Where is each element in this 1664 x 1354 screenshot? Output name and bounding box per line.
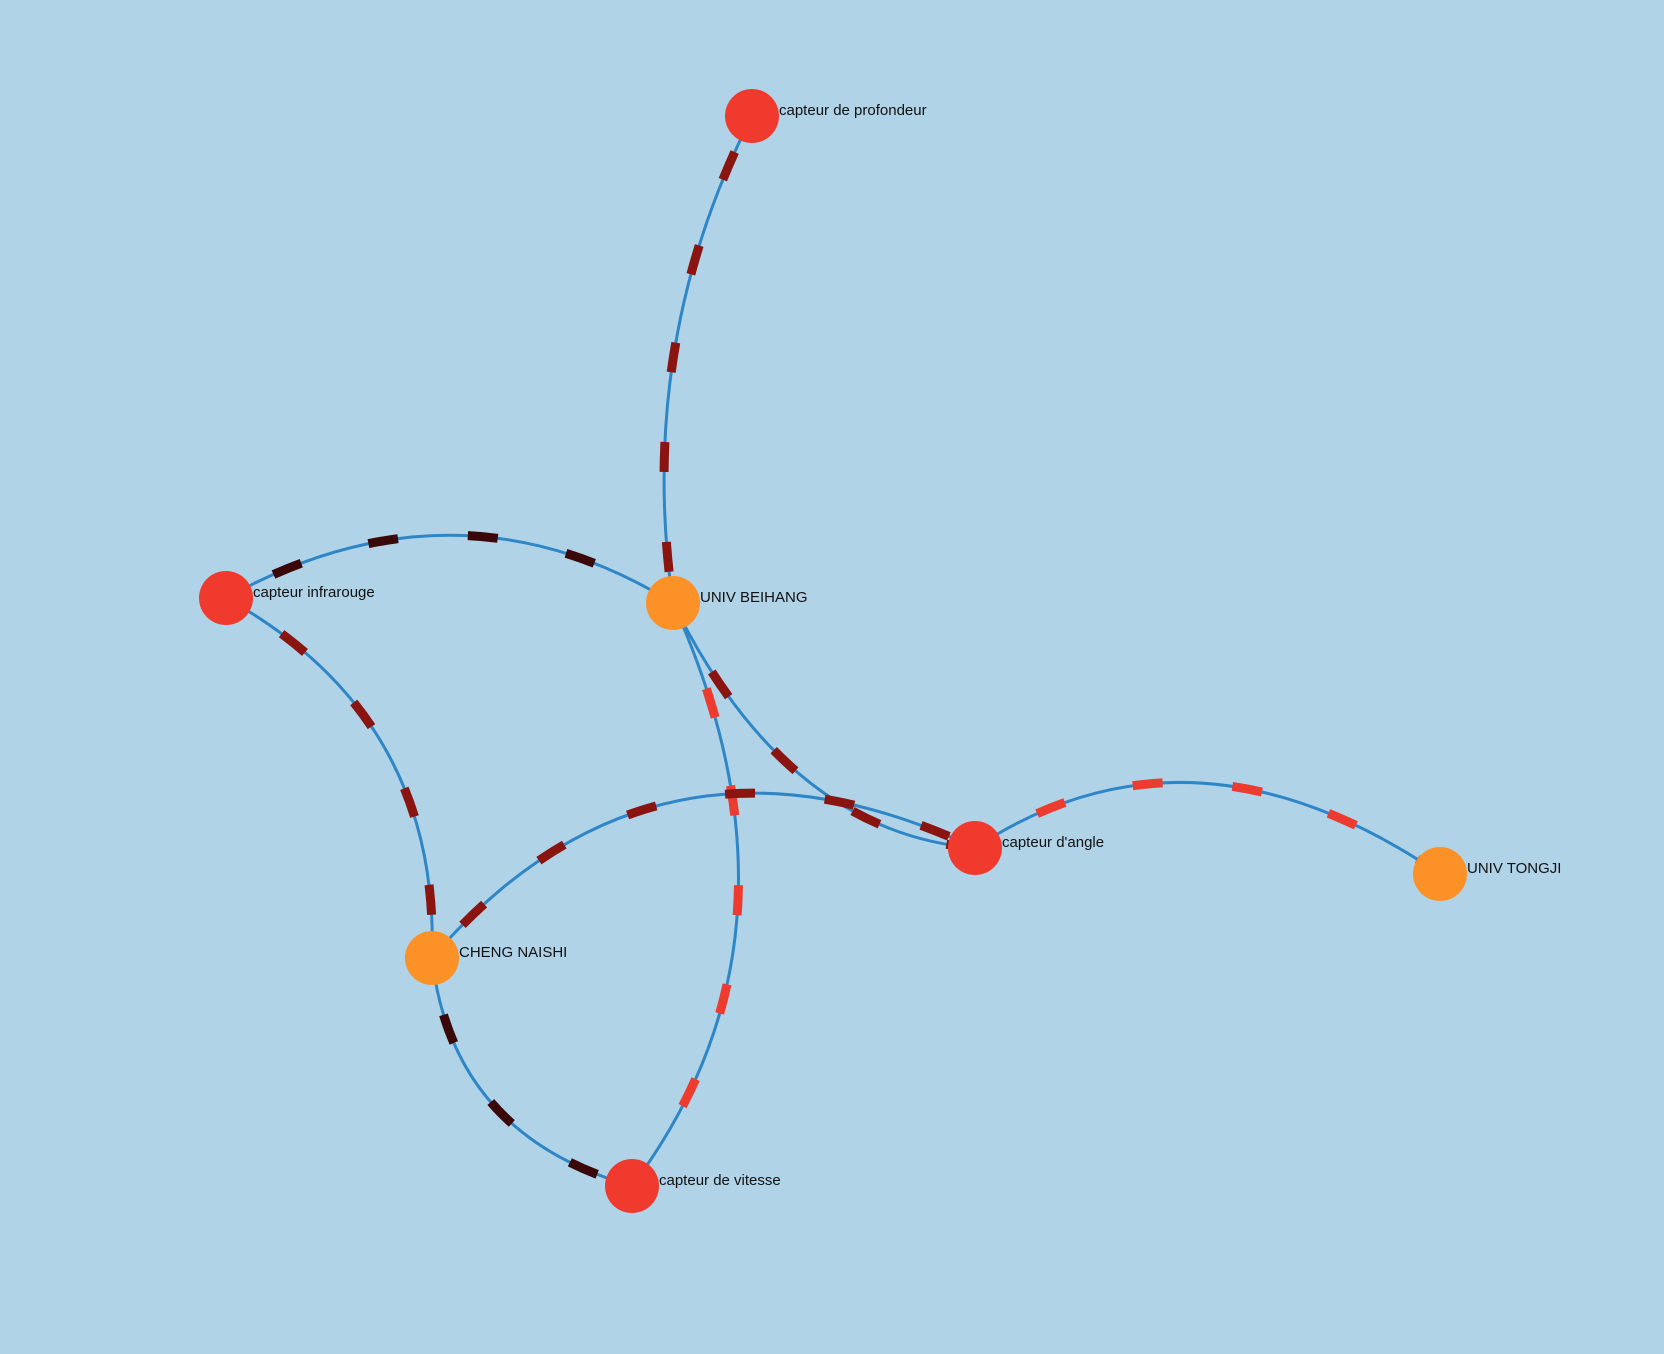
node-cheng[interactable]: CHENG NAISHI [405,931,567,985]
node-circle[interactable] [1413,847,1467,901]
node-vitesse[interactable]: capteur de vitesse [605,1159,781,1213]
edge-flow-dashes [628,601,743,1189]
edge-flow-dashes [223,530,676,607]
node-label: capteur de profondeur [779,102,927,119]
node-circle[interactable] [405,931,459,985]
edge-line [430,957,633,1188]
node-label: CHENG NAISHI [459,944,567,961]
edge-line [225,596,434,959]
edge-infrarouge-beihang[interactable] [223,530,676,607]
edge-line [430,791,976,959]
edge-infrarouge-cheng[interactable] [223,594,437,959]
edge-flow-dashes [428,788,977,961]
node-angle[interactable]: capteur d'angle [948,821,1104,875]
node-label: UNIV BEIHANG [700,589,808,606]
edge-cheng-angle[interactable] [428,788,977,961]
node-label: capteur infrarouge [253,584,375,601]
node-beihang[interactable]: UNIV BEIHANG [646,576,808,630]
node-label: capteur d'angle [1002,834,1104,851]
edge-flow-dashes [659,113,757,604]
edge-flow-dashes [223,594,437,959]
edge-flow-dashes [427,957,634,1191]
node-label: UNIV TONGJI [1467,860,1561,877]
node-infrarouge[interactable]: capteur infrarouge [199,571,375,625]
edge-flow-dashes [972,778,1443,878]
node-circle[interactable] [605,1159,659,1213]
edge-angle-tongji[interactable] [972,778,1443,878]
edges-layer [223,113,1443,1191]
node-circle[interactable] [948,821,1002,875]
edge-beihang-vitesse[interactable] [628,601,743,1189]
node-circle[interactable] [199,571,253,625]
edge-profondeur-beihang[interactable] [659,113,757,604]
node-circle[interactable] [646,576,700,630]
edge-cheng-vitesse[interactable] [427,957,634,1191]
edge-line [671,602,976,850]
node-profondeur[interactable]: capteur de profondeur [725,89,927,143]
node-tongji[interactable]: UNIV TONGJI [1413,847,1561,901]
edge-line [974,781,1441,876]
edge-beihang-angle[interactable] [668,601,976,853]
node-label: capteur de vitesse [659,1172,781,1189]
node-circle[interactable] [725,89,779,143]
